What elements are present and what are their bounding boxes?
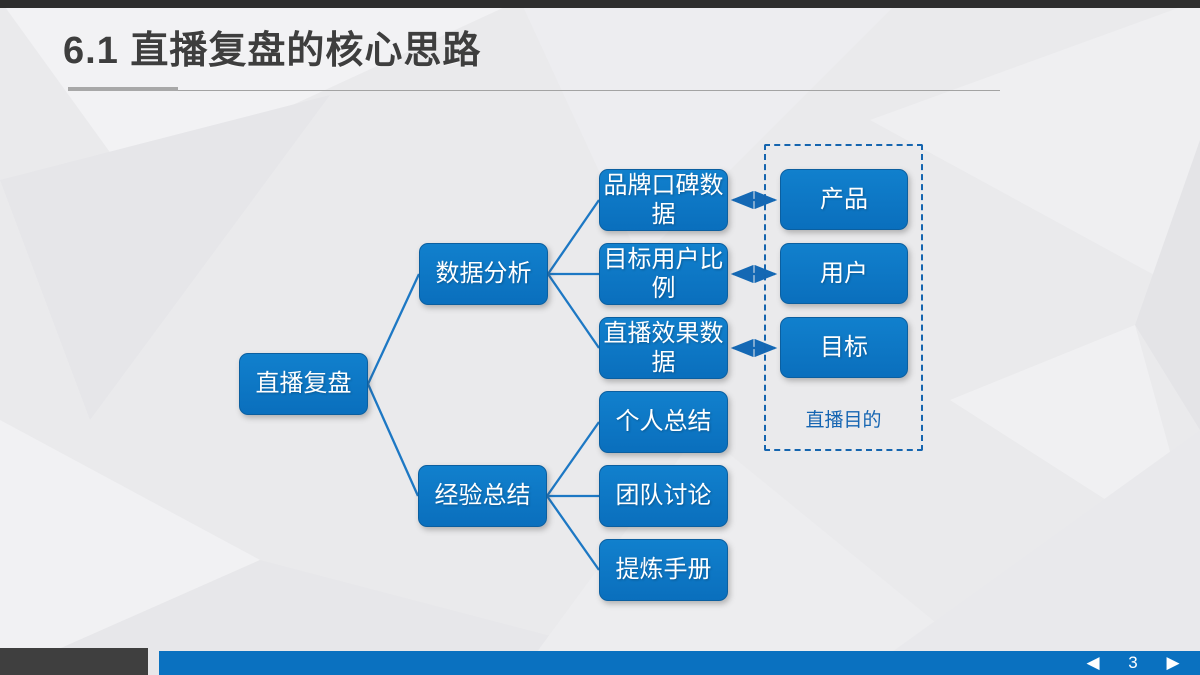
footer-nav: ◀ 3 ▶ — [1081, 651, 1200, 675]
top-strip — [0, 0, 1200, 8]
node-data-analysis: 数据分析 — [419, 243, 548, 305]
title-underline-line — [68, 90, 1000, 91]
page-title: 6.1 直播复盘的核心思路 — [63, 30, 482, 72]
footer-dark-block — [0, 648, 148, 675]
prev-slide-icon[interactable]: ◀ — [1086, 653, 1100, 672]
node-experience-summary: 经验总结 — [418, 465, 547, 527]
footer-bar: ◀ 3 ▶ — [159, 651, 1200, 675]
page-number: 3 — [1128, 653, 1138, 672]
node-live-review: 直播复盘 — [239, 353, 368, 415]
node-personal-summary: 个人总结 — [599, 391, 728, 453]
purpose-caption: 直播目的 — [805, 410, 882, 431]
node-handbook-refining: 提炼手册 — [599, 539, 728, 601]
title-underline-accent — [68, 87, 178, 91]
node-live-effect-data: 直播效果数据 — [599, 317, 728, 379]
node-brand-reputation-data: 品牌口碑数据 — [599, 169, 728, 231]
node-target-user-ratio: 目标用户比例 — [599, 243, 728, 305]
node-team-discussion: 团队讨论 — [599, 465, 728, 527]
node-product: 产品 — [780, 169, 908, 230]
next-slide-icon[interactable]: ▶ — [1166, 653, 1180, 672]
purpose-group-box — [764, 144, 923, 451]
node-user: 用户 — [780, 243, 908, 304]
node-goal: 目标 — [780, 317, 908, 378]
